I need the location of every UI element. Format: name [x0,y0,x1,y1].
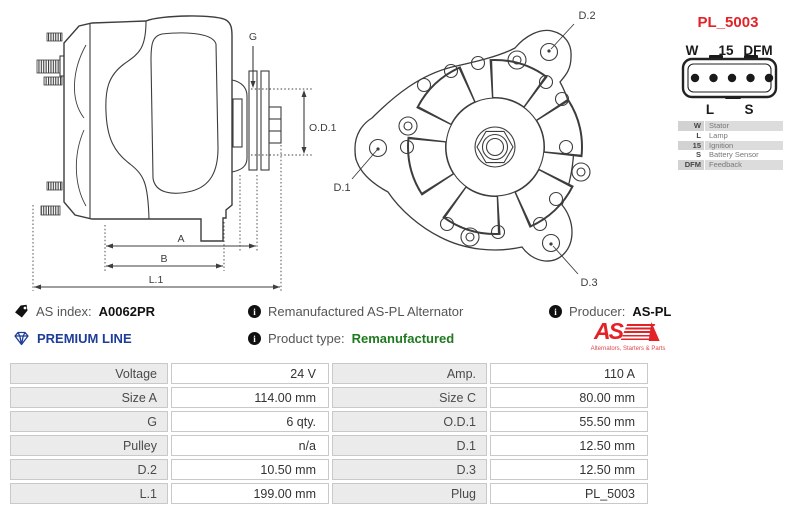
tag-icon [15,304,28,318]
product-description: Remanufactured AS-PL Alternator [268,304,464,319]
spec-value: n/a [171,435,329,456]
pin-label-l: L [706,102,714,117]
spec-value: 55.50 mm [490,411,648,432]
spec-label: Voltage [10,363,168,384]
producer-value: AS-PL [632,304,672,319]
producer-row: i Producer: AS-PL [549,304,671,319]
premium-line-label: PREMIUM LINE [37,331,132,346]
producer-label: Producer: [569,304,626,319]
spec-value: 80.00 mm [490,387,648,408]
dim-label-b: B [160,253,167,265]
product-type-row: i Product type: Remanufactured [248,331,454,346]
spec-value: 114.00 mm [171,387,329,408]
logo-flag [648,322,663,341]
hole-label-d1: D.1 [333,182,350,194]
spec-value: 6 qty. [171,411,329,432]
as-pl-logo: AS Alternators, Starters & Parts [584,318,672,352]
dim-label-l1: L.1 [149,274,164,286]
spec-value: 12.50 mm [490,435,648,456]
legend-desc: Feedback [705,160,783,170]
as-index-label: AS index: [36,304,92,319]
dim-label-od1: O.D.1 [309,122,337,134]
pin-label-s: S [744,102,753,117]
legend-code: S [695,150,701,160]
legend-code: 15 [678,140,704,151]
legend-code: W [678,121,704,131]
spec-label: Size A [10,387,168,408]
spec-value: 199.00 mm [171,483,329,504]
logo-tagline: Alternators, Starters & Parts [590,346,666,352]
spec-value: 10.50 mm [171,459,329,480]
spec-label: O.D.1 [332,411,487,432]
rivets [398,50,591,247]
legend-desc: Stator [705,121,783,131]
technical-drawing: G O.D.1 A B L.1 [32,10,778,291]
diamond-icon [14,331,29,346]
spec-value: 110 A [490,363,648,384]
legend-code: L [696,130,701,140]
spec-label: G [10,411,168,432]
logo-text: AS [594,318,624,344]
hole-label-d2: D.2 [578,10,595,22]
spec-value: 12.50 mm [490,459,648,480]
plug-title: PL_5003 [698,14,759,31]
vent-holes [399,55,574,240]
pulley [248,70,282,171]
legend-desc: Ignition [705,140,783,151]
spec-label: L.1 [10,483,168,504]
extension-lines [32,88,313,291]
specs-table: Voltage 24 V Amp. 110 A Size A 114.00 mm… [10,363,648,504]
info-icon: i [248,332,261,345]
info-icon: i [549,305,562,318]
dim-label-a: A [177,233,184,245]
legend-code: DFM [678,160,704,170]
spec-value: PL_5003 [490,483,648,504]
alternator-body-outline [63,15,233,242]
spec-label: D.3 [332,459,487,480]
product-type-value: Remanufactured [351,331,455,346]
pin-label-dfm: DFM [743,43,772,58]
plug-pin-legend: W Stator L Lamp 15 Ignition S Battery Se… [678,121,783,170]
pin-label-w: W [686,43,699,58]
legend-desc: Battery Sensor [709,150,759,160]
description-row: i Remanufactured AS-PL Alternator [248,304,463,319]
spec-value: 24 V [171,363,329,384]
as-index-row: AS index: A0062PR [14,304,155,319]
dim-label-g: G [249,31,257,43]
spec-label: Plug [332,483,487,504]
pin-label-15: 15 [718,43,734,58]
spec-label: D.1 [332,435,487,456]
hole-label-d3: D.3 [580,277,597,289]
info-icon: i [248,305,261,318]
spec-label: Amp. [332,363,487,384]
side-view-drawing [32,15,313,291]
spec-label: D.2 [10,459,168,480]
spec-label: Pulley [10,435,168,456]
as-index-value: A0062PR [98,304,156,319]
product-type-label: Product type: [268,331,345,346]
shaft-nut [474,126,516,168]
terminal-studs [36,32,63,216]
front-view-drawing [351,23,591,275]
legend-desc: Lamp [709,130,728,140]
premium-line-row: PREMIUM LINE [13,331,132,346]
spec-label: Size C [332,387,487,408]
plug-connector-drawing [681,55,778,99]
